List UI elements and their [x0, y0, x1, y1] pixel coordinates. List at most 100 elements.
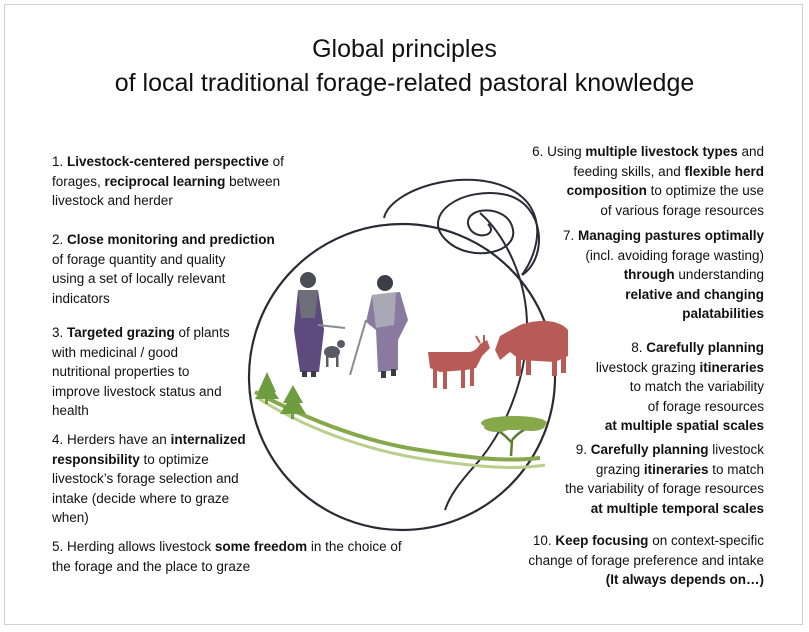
- principle-bold-text: Livestock-centered perspective: [67, 154, 269, 169]
- principle-line: relative and changing: [563, 285, 764, 305]
- principle-bold-text: Managing pastures optimally: [577, 228, 764, 243]
- principle-bold-text: palatabilities: [682, 306, 764, 321]
- principle-bold-text: Carefully planning: [646, 340, 764, 355]
- principle-2: 2. Close monitoring and prediction of for…: [52, 230, 275, 308]
- principle-line: (It always depends on…): [528, 570, 764, 590]
- tree-icon: [280, 385, 306, 419]
- principle-bold-text: relative and changing: [625, 286, 764, 302]
- title-line-1: Global principles: [312, 35, 497, 63]
- principle-text: of plants: [174, 325, 230, 340]
- principle-bold-text: at multiple spatial scales: [604, 418, 764, 433]
- principle-line: intake (decide where to graze: [52, 489, 246, 509]
- principle-line: at multiple temporal scales: [565, 499, 764, 519]
- principle-text: and: [737, 144, 764, 159]
- principle-text: to optimize: [139, 451, 209, 467]
- principle-text: between: [225, 173, 281, 189]
- principle-bold-text: (It always depends on…): [605, 572, 764, 587]
- dog-icon: [324, 340, 345, 367]
- principle-text: grazing: [595, 461, 644, 477]
- principle-text: understanding: [674, 267, 764, 282]
- principle-line: livestock grazing itineraries: [596, 358, 764, 378]
- principle-line: 6. Using multiple livestock types and: [532, 142, 764, 162]
- acacia-tree-icon: [481, 416, 547, 457]
- principle-text: 2.: [52, 232, 68, 247]
- principle-bold-text: itineraries: [643, 461, 709, 477]
- herder-icon: [294, 272, 346, 377]
- principle-text: with medicinal / good: [52, 344, 179, 360]
- principle-line: health: [52, 401, 230, 421]
- principle-line: 1. Livestock-centered perspective of: [52, 152, 284, 172]
- title-line-2: of local traditional forage-related past…: [114, 69, 695, 97]
- principle-text: indicators: [52, 290, 110, 306]
- principle-line: of forage resources: [596, 397, 764, 417]
- principle-line: livestock’s forage selection and: [52, 469, 246, 489]
- principle-line: composition to optimize the use: [532, 181, 764, 201]
- principle-bold-text: flexible herd: [684, 163, 764, 179]
- principle-text: on context-specific: [648, 533, 764, 548]
- principle-line: the variability of forage resources: [565, 479, 764, 499]
- principle-bold-text: itineraries: [699, 359, 764, 375]
- principle-text: in the choice of: [307, 539, 402, 554]
- principle-line: 4. Herders have an internalized: [52, 430, 246, 450]
- principle-text: of forage quantity and quality: [52, 251, 226, 267]
- principle-line: livestock and herder: [52, 191, 284, 211]
- principle-line: when): [52, 508, 246, 528]
- principle-bold-text: multiple livestock types: [585, 144, 738, 159]
- principle-text: 5. Herding allows livestock: [52, 539, 215, 554]
- principle-line: grazing itineraries to match: [565, 460, 764, 480]
- principle-bold-text: through: [623, 267, 675, 282]
- principle-text: 8.: [631, 340, 647, 355]
- principle-text: change of forage preference and intake: [528, 552, 764, 568]
- principle-line: improve livestock status and: [52, 382, 230, 402]
- globe-outline: [247, 222, 557, 532]
- principle-line: 9. Carefully planning livestock: [565, 440, 764, 460]
- principle-text: of forage resources: [647, 398, 764, 414]
- principle-bold-text: Close monitoring and prediction: [67, 232, 275, 247]
- principle-text: of: [268, 154, 284, 169]
- principle-text: forages,: [52, 173, 105, 189]
- principle-line: indicators: [52, 289, 275, 309]
- principle-text: when): [52, 510, 89, 525]
- principle-text: improve livestock status and: [52, 383, 222, 399]
- principle-line: 3. Targeted grazing of plants: [52, 323, 230, 343]
- principle-text: 9.: [575, 442, 591, 457]
- principle-line: feeding skills, and flexible herd: [532, 162, 764, 182]
- principle-line: 8. Carefully planning: [596, 338, 764, 358]
- principle-line: change of forage preference and intake: [528, 551, 764, 571]
- principle-bold-text: reciprocal learning: [104, 173, 226, 189]
- principle-text: health: [52, 403, 89, 418]
- principle-text: livestock grazing: [595, 359, 700, 375]
- principle-text: livestock’s forage selection and: [52, 471, 239, 486]
- principle-text: 1.: [52, 154, 68, 169]
- principle-line: responsibility to optimize: [52, 450, 246, 470]
- principle-line: 7. Managing pastures optimally: [563, 226, 764, 246]
- principle-line: of various forage resources: [532, 201, 764, 221]
- principle-line: of forage quantity and quality: [52, 250, 275, 270]
- principle-text: to match: [708, 461, 764, 477]
- principle-line: (incl. avoiding forage wasting): [563, 246, 764, 266]
- principle-line: to match the variability: [596, 377, 764, 397]
- principle-bold-text: internalized: [170, 432, 246, 447]
- principle-line: using a set of locally relevant: [52, 269, 275, 289]
- principle-bold-text: composition: [566, 183, 647, 198]
- principle-text: (incl. avoiding forage wasting): [585, 247, 764, 263]
- principle-text: feeding skills, and: [573, 163, 685, 179]
- principle-text: the variability of forage resources: [565, 481, 764, 496]
- principle-text: of various forage resources: [600, 202, 764, 218]
- principle-bold-text: Carefully planning: [590, 442, 709, 457]
- goat-icon: [428, 335, 490, 389]
- principle-7: 7. Managing pastures optimally(incl. avo…: [563, 226, 764, 324]
- principle-line: the forage and the place to graze: [52, 557, 402, 577]
- principle-bold-text: some freedom: [214, 539, 308, 554]
- cow-icon: [495, 320, 568, 376]
- principle-bold-text: Keep focusing: [555, 533, 649, 548]
- principle-text: to optimize the use: [646, 183, 764, 198]
- principle-line: through understanding: [563, 265, 764, 285]
